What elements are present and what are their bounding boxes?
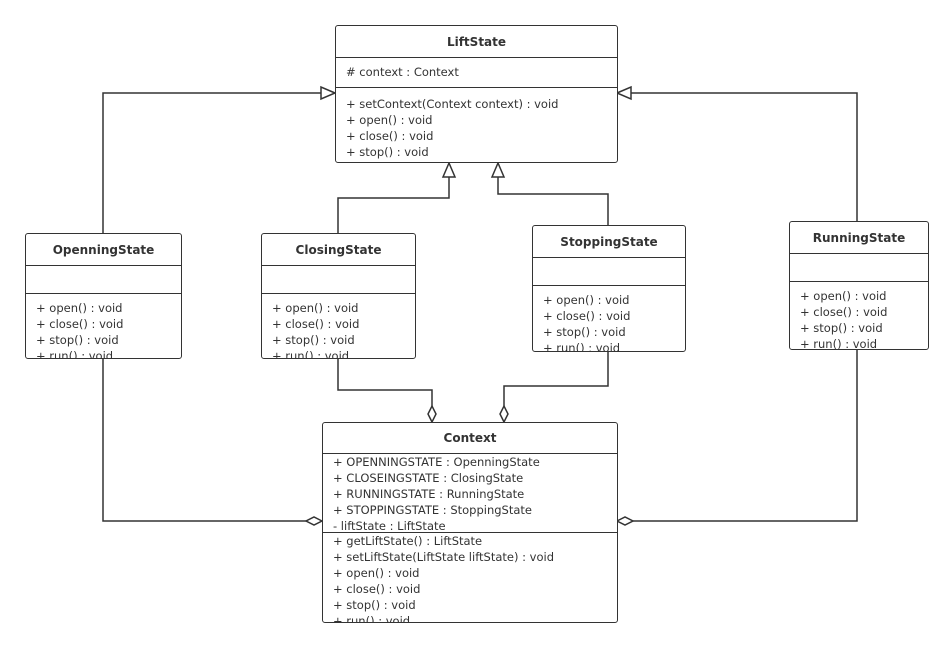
class-name: LiftState	[336, 26, 617, 58]
generalization-openning	[102, 92, 323, 233]
method: + run() : void	[543, 341, 621, 352]
attribute: - liftState : LiftState	[333, 519, 446, 533]
aggregation-openning	[102, 358, 306, 522]
methods-section: + open() : void + close() : void + stop() …	[790, 282, 928, 350]
method: + stop() : void	[272, 333, 355, 347]
attribute: # context : Context	[346, 65, 459, 79]
hollow-diamond	[427, 404, 437, 424]
aggregation-closing	[337, 358, 433, 406]
attributes-section: + OPENNINGSTATE : OpenningState + CLOSEIN…	[323, 454, 617, 533]
generalization-running	[629, 92, 858, 221]
method: + run() : void	[36, 349, 114, 359]
methods-section: + open() : void + close() : void + stop() …	[533, 286, 685, 352]
class-name: Context	[323, 423, 617, 454]
class-context[interactable]: Context+ OPENNINGSTATE : OpenningState+ …	[322, 422, 618, 623]
hollow-triangle-arrow	[615, 85, 632, 101]
class-openningstate[interactable]: OpenningState + open() : void + close() : …	[25, 233, 182, 359]
attribute: + STOPPINGSTATE : StoppingState	[333, 503, 532, 517]
attributes-section	[533, 258, 685, 286]
generalization-closing	[337, 175, 450, 233]
hollow-triangle-arrow	[320, 85, 337, 101]
method: + close() : void	[346, 129, 434, 143]
method: + stop() : void	[543, 325, 626, 339]
method: + close() : void	[333, 582, 421, 596]
methods-section: + getLiftState() : LiftState + setLiftSta…	[323, 533, 617, 623]
generalization-stopping	[497, 175, 609, 225]
aggregation-running	[633, 349, 858, 522]
hollow-diamond	[615, 516, 635, 526]
class-liftstate[interactable]: LiftState # context : Context + setContext…	[335, 25, 618, 163]
method: + run() : void	[272, 349, 350, 359]
method: + open() : void	[272, 301, 359, 315]
class-name: RunningState	[790, 222, 928, 254]
attribute: + RUNNINGSTATE : RunningState	[333, 487, 525, 501]
attributes-section	[790, 254, 928, 282]
hollow-triangle-arrow	[490, 161, 506, 178]
method: + run() : void	[800, 337, 878, 350]
class-name: StoppingState	[533, 226, 685, 258]
method: + close() : void	[800, 305, 888, 319]
method: + close() : void	[272, 317, 360, 331]
attributes-section	[262, 266, 415, 294]
method: + stop() : void	[36, 333, 119, 347]
methods-section: + setContext(Context context) : void + op…	[336, 88, 617, 162]
method: + stop() : void	[333, 598, 416, 612]
class-runningstate[interactable]: RunningState + open() : void + close() : v…	[789, 221, 929, 350]
class-name: ClosingState	[262, 234, 415, 266]
attributes-section: # context : Context	[336, 58, 617, 88]
attribute: + OPENNINGSTATE : OpenningState	[333, 455, 540, 469]
method: + close() : void	[543, 309, 631, 323]
method: + run() : void	[333, 614, 411, 623]
attributes-section	[26, 266, 181, 294]
method: + open() : void	[543, 293, 630, 307]
method: + open() : void	[333, 566, 420, 580]
method: + stop() : void	[346, 145, 429, 159]
method: + stop() : void	[800, 321, 883, 335]
class-stoppingstate[interactable]: StoppingState + open() : void + close() : …	[532, 225, 686, 352]
method: + close() : void	[36, 317, 124, 331]
method: + open() : void	[36, 301, 123, 315]
method: + setContext(Context context) : void	[346, 97, 559, 111]
class-closingstate[interactable]: ClosingState + open() : void + close() : v…	[261, 233, 416, 359]
hollow-diamond	[304, 516, 324, 526]
method: + open() : void	[800, 289, 887, 303]
method: + getLiftState() : LiftState	[333, 534, 483, 548]
methods-section: + open() : void + close() : void + stop() …	[262, 294, 415, 359]
hollow-triangle-arrow	[441, 161, 457, 178]
method: + run() : void	[346, 160, 617, 162]
method: + setLiftState(LiftState liftState) : vo…	[333, 550, 554, 564]
methods-section: + open() : void + close() : void + stop() …	[26, 294, 181, 359]
attribute: + CLOSEINGSTATE : ClosingState	[333, 471, 524, 485]
hollow-diamond	[499, 404, 509, 424]
class-name: OpenningState	[26, 234, 181, 266]
aggregation-stopping	[503, 351, 609, 406]
method: + open() : void	[346, 113, 433, 127]
